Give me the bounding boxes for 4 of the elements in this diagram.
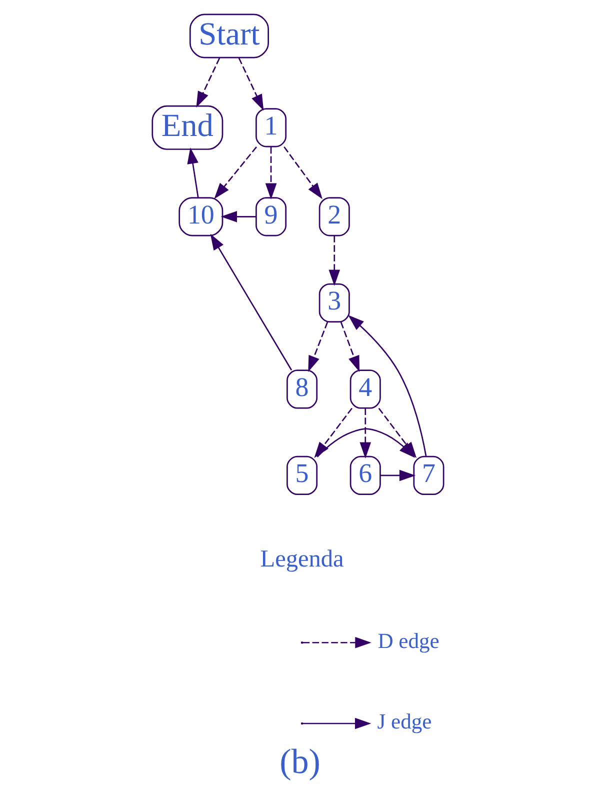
label: Legenda (260, 545, 344, 572)
legend-label: D edge (378, 628, 440, 653)
caption: (b) (280, 742, 320, 782)
legend-label: J edge (377, 710, 432, 734)
